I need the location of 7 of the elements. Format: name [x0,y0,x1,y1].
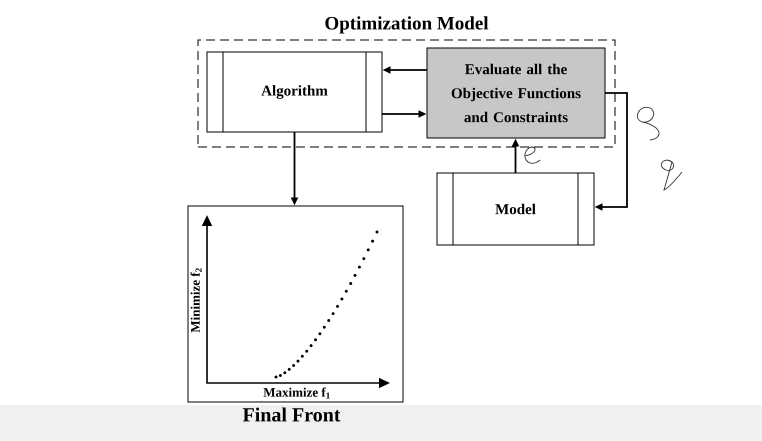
axis-label: Minimize f$_{2}$ [190,268,202,332]
process-box: Algorithm [206,52,382,132]
evaluation-box: Evaluate all the Objective Functions and Constraints [426,48,606,138]
group-title: Optimization Model [325,16,488,34]
axis-label: Maximize f$_{1}$ [263,387,330,398]
plot-caption: Final Front [242,408,340,422]
process-box: Model [436,172,594,246]
